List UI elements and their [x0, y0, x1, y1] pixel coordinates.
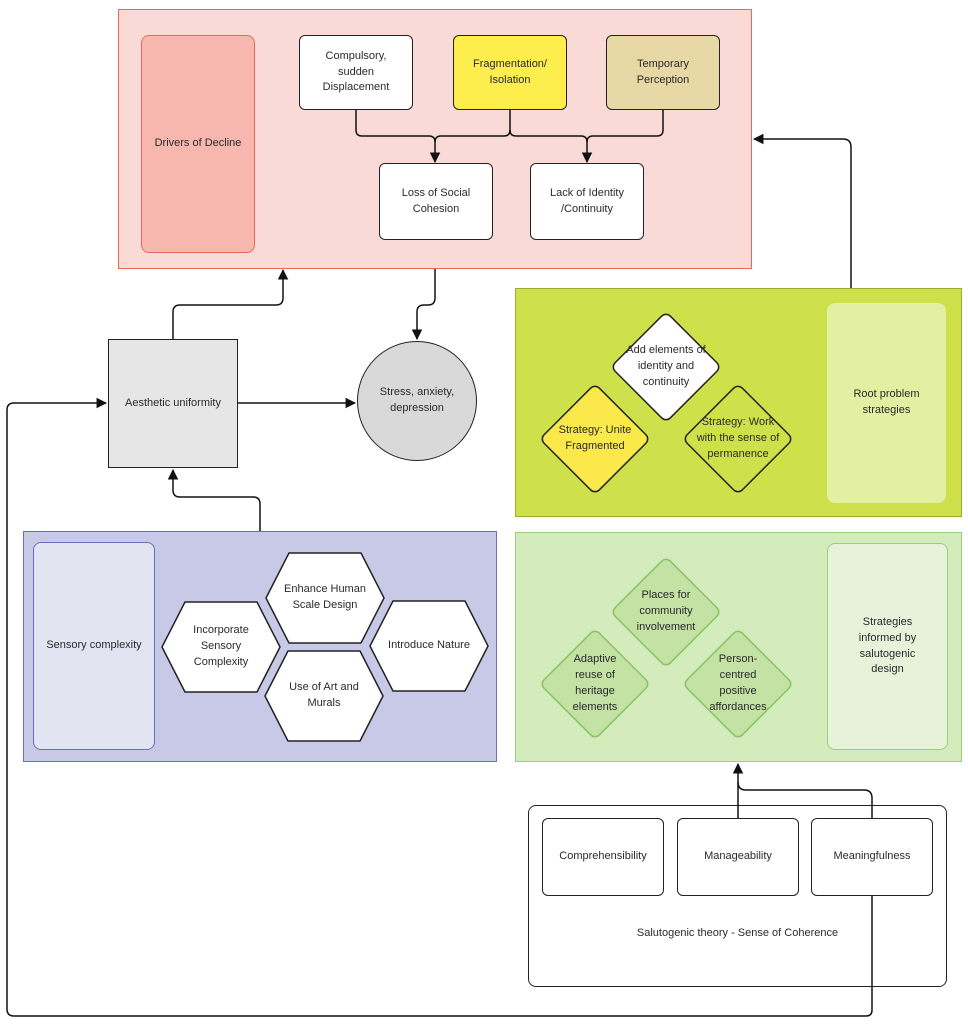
person-centred-diamond-shape — [684, 630, 792, 738]
connector-fragmentation-to-cohesion — [434, 110, 511, 143]
person-centred-diamond: Person-centred positive affordances — [673, 619, 803, 749]
human-scale-hex-shape — [265, 552, 385, 644]
community-involvement-diamond: Places for community involvement — [601, 547, 731, 677]
community-involvement-diamond-shape — [612, 558, 720, 666]
person-centred-label: Person-centred positive affordances — [709, 653, 767, 713]
introduce-nature-label: Introduce Nature — [388, 639, 470, 652]
fragmentation-box: Fragmentation/ Isolation — [453, 35, 567, 110]
unite-fragmented-diamond: Strategy: Unite Fragmented — [530, 374, 660, 504]
unite-fragmented-diamond-shape — [541, 385, 649, 493]
sensory-complexity-hex-shape — [161, 601, 281, 693]
connector-drivers-to-stress — [411, 269, 436, 341]
art-murals-hex-shape — [264, 650, 384, 742]
sense-of-permanence-diamond-shape — [684, 385, 792, 493]
root-problem-strategies-label: Root problem strategies — [827, 303, 946, 503]
connector-root-to-drivers — [752, 133, 852, 288]
connector-temporary-to-identity — [586, 110, 664, 143]
connector-sensory-to-aesthetic — [167, 468, 261, 531]
comprehensibility-box: Comprehensibility — [542, 818, 664, 896]
connector-aesthetic-to-drivers — [172, 268, 289, 339]
manageability-box: Manageability — [677, 818, 799, 896]
connector-meaningfulness-to-strategies — [737, 781, 873, 818]
sensory-complexity-hex: Incorporate Sensory Complexity — [161, 601, 281, 693]
adaptive-reuse-diamond-shape — [541, 630, 649, 738]
community-involvement-label: Places for community involvement — [636, 589, 696, 633]
salutogenic-theory-caption: Salutogenic theory - Sense of Coherence — [636, 927, 839, 940]
unite-fragmented-label: Strategy: Unite Fragmented — [558, 424, 632, 452]
identity-continuity-label: Add elements of identity and continuity — [626, 344, 706, 388]
adaptive-reuse-diamond: Adaptive reuse of heritage elements — [530, 619, 660, 749]
human-scale-label: Enhance Human Scale Design — [284, 583, 366, 611]
human-scale-hex: Enhance Human Scale Design — [265, 552, 385, 644]
drivers-of-decline-label: Drivers of Decline — [141, 35, 255, 253]
connector-meaningfulness-to-aesthetic — [6, 397, 873, 1017]
adaptive-reuse-label: Adaptive reuse of heritage elements — [572, 653, 618, 713]
stress-anxiety-circle: Stress, anxiety, depression — [357, 341, 477, 461]
displacement-box: Compulsory, sudden Displacement — [299, 35, 413, 110]
sensory-complexity-label: Sensory complexity — [33, 542, 155, 750]
meaningfulness-box: Meaningfulness — [811, 818, 933, 896]
art-murals-hex: Use of Art and Murals — [264, 650, 384, 742]
sense-of-permanence-diamond: Strategy: Work with the sense of permane… — [673, 374, 803, 504]
sensory-complexity-hex-label: Incorporate Sensory Complexity — [193, 624, 249, 668]
connector-fragmentation-to-identity — [509, 129, 593, 164]
introduce-nature-hex-shape — [369, 600, 489, 692]
art-murals-label: Use of Art and Murals — [289, 681, 359, 709]
aesthetic-uniformity-box: Aesthetic uniformity — [108, 339, 238, 468]
identity-continuity-diamond: Add elements of identity and continuity — [601, 302, 731, 432]
temporary-perception-box: Temporary Perception — [606, 35, 720, 110]
lack-of-identity-box: Lack of Identity /Continuity — [530, 163, 644, 240]
introduce-nature-hex: Introduce Nature — [369, 600, 489, 692]
identity-continuity-diamond-shape — [612, 313, 720, 421]
connector-displacement-to-cohesion — [355, 110, 441, 164]
salutogenic-strategies-label: Strategies informed by salutogenic desig… — [827, 543, 948, 750]
loss-of-social-cohesion-box: Loss of Social Cohesion — [379, 163, 493, 240]
sense-of-permanence-label: Strategy: Work with the sense of permane… — [696, 416, 780, 460]
